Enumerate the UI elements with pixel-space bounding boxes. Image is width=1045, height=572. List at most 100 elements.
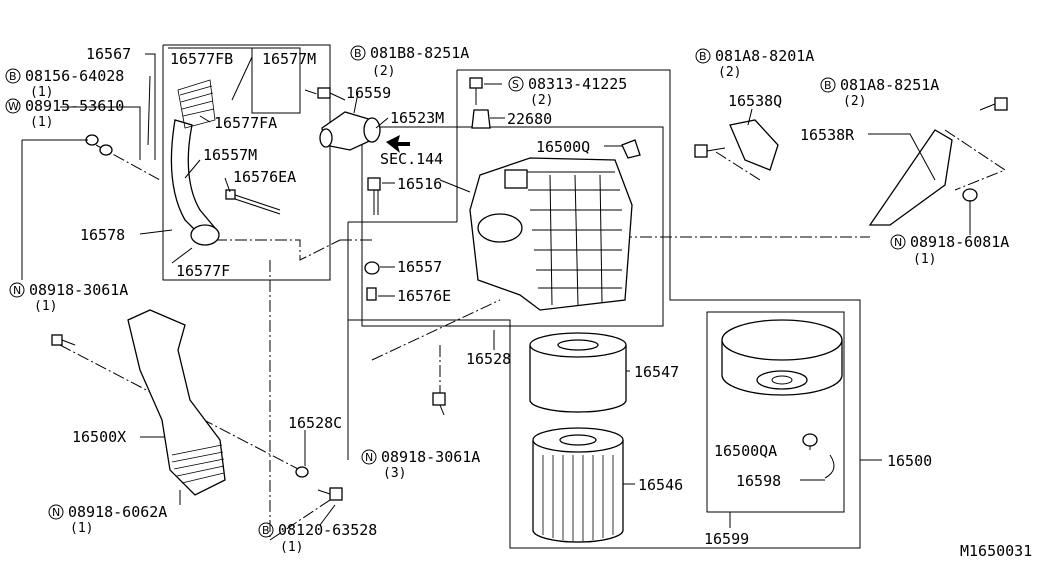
label-16567: 16567 — [86, 45, 131, 63]
label-16500QA: 16500QA — [714, 442, 777, 460]
cl-bracket — [944, 129, 1007, 191]
screw-08313 — [469, 77, 483, 105]
label-sec144: SEC.144 — [380, 150, 443, 168]
filter-16547 — [529, 332, 627, 413]
part-n08918-3061A-mid: 08918-3061A — [381, 448, 480, 466]
fastener-callouts: B 08156-64028 (1) W 08915-53610 (1) N 08… — [5, 44, 1009, 555]
box-hose-group — [162, 44, 331, 281]
bracket-16538R — [868, 129, 953, 226]
label-22680: 22680 — [507, 110, 552, 128]
clip-16598 — [824, 454, 835, 479]
label-16500: 16500 — [887, 452, 932, 470]
bolt-08918-6062A — [51, 334, 76, 346]
bolt-081A8-8201A — [694, 144, 726, 158]
part-b08156: 08156-64028 — [25, 67, 124, 85]
label-16578: 16578 — [80, 226, 125, 244]
cl-washer — [95, 144, 161, 181]
prefix-n08918-6081A: N — [894, 236, 902, 249]
label-16557: 16557 — [397, 258, 442, 276]
prefix-w08915: W — [8, 100, 19, 113]
part-b081B8: 081B8-8251A — [370, 44, 469, 62]
label-diagram-id: M1650031 — [960, 542, 1032, 560]
cl-hose — [215, 239, 341, 261]
cl-16559 — [304, 89, 321, 96]
label-16576E: 16576E — [397, 287, 451, 305]
qty-b081B8: (2) — [372, 64, 395, 79]
part-b08120: 08120-63528 — [278, 521, 377, 539]
center-lines — [59, 89, 1007, 541]
part-b081A8-8201A: 081A8-8201A — [715, 47, 814, 65]
prefix-b08120: B — [262, 524, 270, 537]
qty-n08918-3061A-left: (1) — [34, 299, 57, 314]
qty-n08918-3061A-mid: (3) — [383, 466, 406, 481]
label-16577F: 16577F — [176, 262, 230, 280]
label-16576EA: 16576EA — [233, 168, 296, 186]
box-16577M — [168, 47, 301, 114]
label-16577FA: 16577FA — [214, 114, 277, 132]
hose-16578 — [170, 79, 220, 246]
label-16538Q: 16538Q — [728, 92, 782, 110]
washer-08915 — [99, 144, 113, 156]
part-b081A8-8251A: 081A8-8251A — [840, 76, 939, 94]
qty-n08918-6062A: (1) — [70, 521, 93, 536]
prefix-n08918-3061A-mid: N — [365, 451, 373, 464]
washer-16528C — [295, 466, 309, 478]
label-16538R: 16538R — [800, 126, 855, 144]
part-16500QA — [802, 433, 818, 447]
box-air-cleaner — [347, 69, 861, 549]
part-n08918-6081A: 08918-6081A — [910, 233, 1009, 251]
bolt-08120-63528 — [317, 487, 343, 501]
label-16547: 16547 — [634, 363, 679, 381]
prefix-n08918-3061A-left: N — [13, 284, 21, 297]
prefix-b081A8-8201A: B — [699, 50, 707, 63]
prefix-n08918-6062A: N — [52, 506, 60, 519]
qty-s08313: (2) — [530, 93, 553, 108]
label-16557M: 16557M — [203, 146, 257, 164]
cl-lower — [269, 260, 331, 541]
bolt-081A8-8251A — [979, 97, 1008, 111]
label-16500Q: 16500Q — [536, 138, 590, 156]
label-16516: 16516 — [397, 175, 442, 193]
nut-08918-3061A-3 — [432, 392, 446, 406]
collar-16576E — [366, 287, 377, 301]
sensor-22680 — [471, 109, 491, 129]
filter-16546 — [532, 427, 624, 543]
bolt-16516 — [367, 177, 381, 215]
prefix-b081B8: B — [354, 47, 362, 60]
part-s08313: 08313-41225 — [528, 75, 627, 93]
nut-08918-6081A — [962, 188, 978, 202]
label-16528C: 16528C — [288, 414, 342, 432]
prefix-b08156: B — [9, 70, 17, 83]
leader-lines — [21, 53, 971, 528]
label-16500X: 16500X — [72, 428, 126, 446]
qty-b08120: (1) — [280, 540, 303, 555]
bolt-16576EA — [225, 189, 281, 215]
cover-16599 — [721, 319, 843, 396]
arrow-sec144 — [386, 135, 410, 153]
qty-b08156: (1) — [30, 85, 53, 100]
clip-16500Q — [621, 139, 641, 159]
label-16577M: 16577M — [262, 50, 316, 68]
label-16598: 16598 — [736, 472, 781, 490]
label-16559: 16559 — [346, 84, 391, 102]
label-16523M: 16523M — [390, 109, 444, 127]
qty-b081A8-8201A: (2) — [718, 65, 741, 80]
prefix-s08313: S — [512, 78, 519, 91]
bracket-16538Q — [729, 119, 779, 171]
label-16577FB: 16577FB — [170, 50, 233, 68]
qty-w08915: (1) — [30, 115, 53, 130]
qty-b081A8-8251A: (2) — [843, 94, 866, 109]
label-16528: 16528 — [466, 350, 511, 368]
qty-n08918-6081A: (1) — [913, 252, 936, 267]
pipe-16559 — [319, 111, 381, 151]
box-16599 — [706, 311, 845, 513]
label-16599: 16599 — [704, 530, 749, 548]
duct-16500X — [127, 309, 226, 496]
group-boxes — [162, 44, 861, 549]
part-n08918-3061A-left: 08918-3061A — [29, 281, 128, 299]
housing-16528 — [469, 157, 633, 311]
label-16546: 16546 — [638, 476, 683, 494]
cl-housing — [371, 299, 501, 361]
